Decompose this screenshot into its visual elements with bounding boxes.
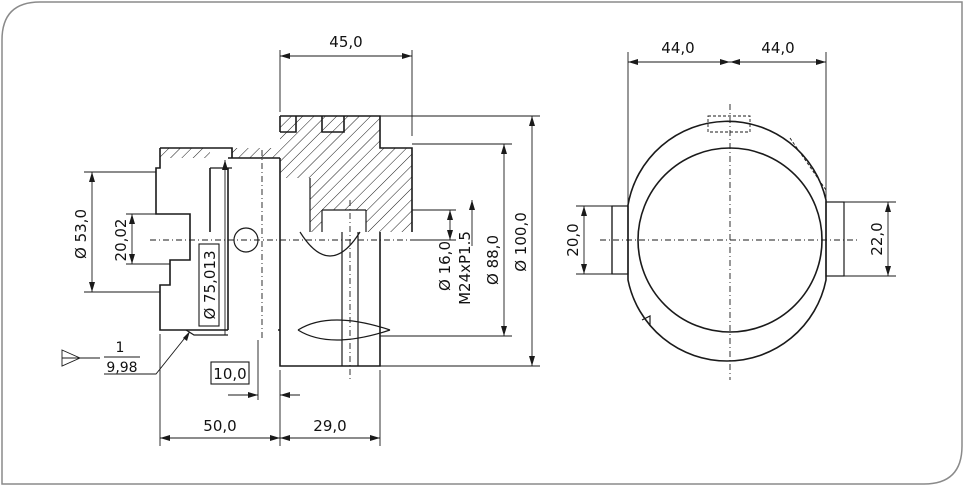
taper-numerator: 1: [116, 340, 125, 356]
right-slot: [825, 201, 845, 277]
dim-diameter-88: Ø 88,0: [484, 235, 502, 285]
taper-symbol: 1 9,98: [61, 331, 190, 376]
front-view: 44,0 44,0 20,0 22,0: [564, 39, 896, 380]
inner-bore: [210, 148, 367, 257]
dim-right-half-width: 44,0: [761, 39, 794, 57]
dim-left-length: 50,0: [203, 417, 236, 435]
lower-body-outline: [209, 157, 381, 367]
boxed-flange-diameter-frame: [198, 243, 220, 327]
cross-hole: [297, 232, 391, 366]
side-view: 45,0 Ø 53,0 20,02 Ø 75,013 1 9,98: [61, 33, 540, 446]
taper-icon: [61, 349, 100, 367]
chamfer-hidden: [789, 137, 827, 191]
dim-thread-spec: M24xP1.5: [456, 231, 474, 305]
dim-flange-diameter: Ø 75,013: [201, 250, 219, 319]
notch-mark: [641, 315, 651, 326]
dim-thread-hole: Ø 16,0: [436, 241, 454, 291]
boxed-flange-offset-frame: [210, 361, 250, 385]
dim-diameter-100: Ø 100,0: [512, 212, 530, 272]
hub-outline: [279, 115, 413, 232]
dim-slot-height: 20,02: [112, 219, 130, 262]
top-key-hidden: [707, 115, 751, 133]
dim-flange-offset: 10,0: [213, 365, 246, 383]
dim-left-half-width: 44,0: [661, 39, 694, 57]
dim-bore-diameter: Ø 53,0: [72, 209, 90, 259]
outer-flange-outline: [627, 120, 827, 362]
taper-edge: [185, 329, 228, 336]
dim-right-length: 29,0: [313, 417, 346, 435]
taper-denominator: 9,98: [106, 360, 137, 376]
body-outline: [155, 147, 233, 331]
section-hatch: [160, 116, 412, 232]
dim-left-slot-height: 20,0: [564, 223, 582, 256]
dim-top-width: 45,0: [329, 33, 362, 51]
dim-right-slot-height: 22,0: [868, 222, 886, 255]
